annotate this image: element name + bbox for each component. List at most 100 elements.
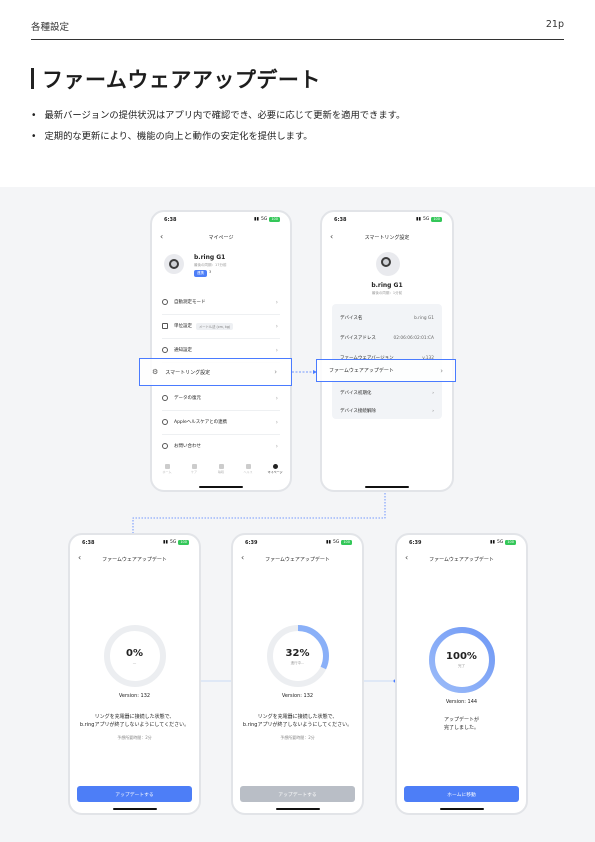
tab-home[interactable]: ホーム (158, 464, 176, 474)
chevron-right-icon: › (275, 418, 278, 426)
status-time: 6:39 (409, 540, 422, 546)
row-label: ファームウェアバージョン (340, 355, 394, 361)
progress-ring-graphic (103, 625, 166, 687)
row-value: v.132 (422, 355, 434, 361)
chevron-right-icon: › (432, 390, 434, 396)
chevron-right-icon: › (275, 298, 278, 306)
menu-item-label: 単位設定 (174, 324, 192, 329)
bullet-list: 最新バージョンの提供状況はアプリ内で確認でき、必要に応じて更新を適用できます。 … (31, 109, 405, 151)
bullet-item: 最新バージョンの提供状況はアプリ内で確認でき、必要に応じて更新を適用できます。 (31, 109, 405, 130)
tab-label: ヘルス (243, 470, 253, 474)
device-sync-time: 最後の同期：1分前 (371, 291, 403, 295)
unit-icon (162, 323, 168, 329)
complete-line-1: アップデートが (443, 717, 479, 723)
network-label: 5G (169, 540, 177, 545)
signal-icon: ▮▮ (416, 217, 421, 222)
menu-item-apple-health[interactable]: Appleヘルスケアとの連携› (162, 410, 280, 435)
bullet-item: 定期的な更新により、機能の向上と動作の安定化を提供します。 (31, 130, 405, 151)
chevron-right-icon: › (440, 366, 443, 375)
nav-title: スマートリング設定 (364, 235, 410, 241)
row-device-reset[interactable]: デバイス初期化› (340, 383, 434, 403)
progress-percent: 0% (126, 648, 143, 659)
chevron-right-icon: › (274, 368, 277, 376)
menu-item-unit[interactable]: 単位設定メートル法 (cm, kg)› (162, 314, 280, 339)
instruction-line-1: リングを充電器に接続した状態で、 (94, 714, 175, 720)
back-button[interactable]: ‹ (330, 232, 334, 241)
tab-mypage[interactable]: マイページ (266, 464, 284, 474)
progress-status: — (132, 661, 137, 665)
row-label: デバイス名 (340, 316, 363, 321)
back-button[interactable]: ‹ (160, 232, 164, 241)
battery-icon: 100 (178, 540, 189, 545)
highlight-firmware-update[interactable]: ファームウェアアップデート › (316, 359, 456, 382)
progress-ring: 100% 完了 (427, 625, 497, 695)
home-indicator (112, 808, 157, 810)
help-icon (162, 443, 168, 449)
back-button[interactable]: ‹ (78, 553, 82, 562)
status-time: 6:38 (334, 217, 347, 223)
tab-sleep[interactable]: 睡眠 (212, 464, 230, 474)
battery-icon: 100 (431, 217, 442, 222)
tab-label: 睡眠 (217, 470, 224, 474)
instruction-line-2: b.ringアプリが終了しないようにしてください。 (79, 722, 190, 728)
person-icon (272, 464, 278, 469)
menu-item-restore[interactable]: データの復元› (162, 386, 280, 411)
network-label: 5G (422, 217, 430, 222)
badge-count: 3 (209, 270, 212, 274)
update-button[interactable]: アップデートする (77, 786, 192, 802)
firmware-version: Version: 132 (281, 693, 314, 699)
estimated-time: 予想所要時間：2分 (117, 735, 152, 740)
tab-care[interactable]: ケア (185, 464, 203, 474)
header-divider (31, 39, 564, 40)
go-home-button[interactable]: ホームに移動 (404, 786, 519, 802)
device-name: b.ring G1 (371, 282, 403, 289)
instruction-line-1: リングを充電器に接続した状態で、 (257, 714, 338, 720)
highlight-ring-settings[interactable]: ⚙ スマートリング設定 › (139, 358, 292, 386)
auto-mode-icon (162, 299, 168, 305)
network-label: 5G (332, 540, 340, 545)
progress-arc (266, 625, 329, 687)
highlight-label: スマートリング設定 (165, 369, 211, 376)
tab-health[interactable]: ヘルス (239, 464, 257, 474)
unit-tag: メートル法 (cm, kg) (196, 322, 234, 330)
tab-bar: ホーム ケア 睡眠 ヘルス マイページ (158, 464, 284, 474)
menu-item-contact[interactable]: お問い合わせ› (162, 434, 280, 458)
nav-title: マイページ (208, 235, 234, 241)
highlight-label: ファームウェアアップデート (329, 368, 394, 374)
moon-icon (218, 464, 224, 469)
menu-item-label: 自動測定モード (174, 300, 206, 305)
row-label: デバイスアドレス (340, 336, 376, 341)
tab-label: ケア (190, 470, 197, 474)
progress-ring: 32% 進行中... (265, 623, 331, 689)
menu-item-auto-mode[interactable]: 自動測定モード › (162, 290, 280, 315)
battery-icon: 100 (341, 540, 352, 545)
complete-line-2: 完了しました。 (443, 725, 479, 731)
page-title: ファームウェアアップデート (42, 68, 321, 92)
gear-icon: ⚙ (152, 368, 159, 376)
battery-icon: 100 (505, 540, 516, 545)
row-device-disconnect[interactable]: デバイス接続解除› (340, 401, 434, 421)
progress-ring-graphic (266, 625, 329, 687)
page-number: 21p (545, 19, 564, 30)
back-button[interactable]: ‹ (241, 553, 245, 562)
progress-ring-graphic (428, 627, 495, 693)
home-indicator (275, 808, 320, 810)
title-accent-bar (31, 68, 34, 89)
tab-label: ホーム (162, 470, 172, 474)
update-instruction: リングを充電器に接続した状態で、 b.ringアプリが終了しないようにしてください… (70, 713, 199, 729)
nav-title: ファームウェアアップデート (102, 557, 167, 563)
back-button[interactable]: ‹ (405, 553, 409, 562)
bell-icon (162, 347, 168, 353)
progress-percent: 32% (285, 648, 310, 659)
connector-arrowhead (313, 370, 317, 374)
care-icon (191, 464, 197, 469)
progress-percent: 100% (446, 651, 477, 662)
connected-badge: 連携 (194, 270, 207, 277)
